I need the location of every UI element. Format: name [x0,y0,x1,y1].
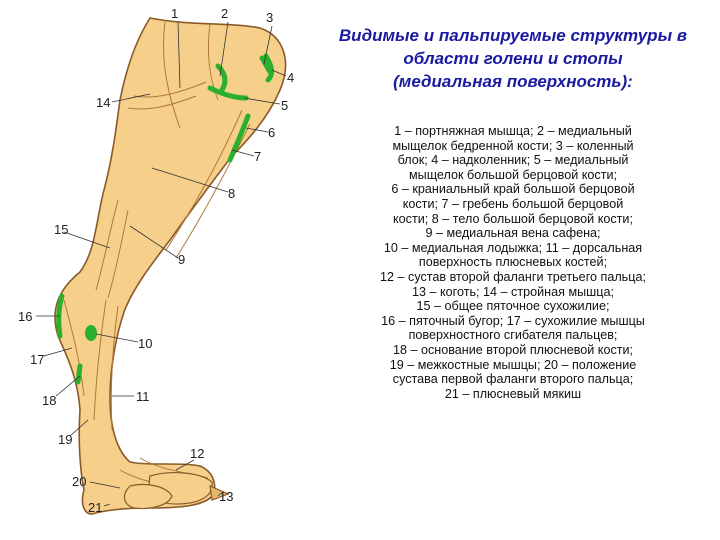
label-3: 3 [266,10,273,25]
legend-line: блок; 4 – надколенник; 5 – медиальный [397,153,629,168]
label-18: 18 [42,393,56,408]
title-line: Видимые и пальпируемые структуры в [338,26,688,45]
label-2: 2 [221,6,228,21]
label-7: 7 [254,149,261,164]
legend-line: 15 – общее пяточное сухожилие; [416,299,610,314]
legend-line: кости; 7 – гребень большой берцовой [402,196,624,211]
legend-line: мыщелок большой берцовой кости; [408,167,617,182]
legend-line: 6 – краниальный край большой берцовой [391,182,635,197]
palpation-markers [56,53,275,385]
title-line: (медиальная поверхность): [393,72,633,91]
legend-line: 10 – медиальная лодыжка; 11 – дорсальная [383,240,643,255]
marker-knee-trochlea [259,55,273,75]
label-12: 12 [190,446,204,461]
label-17: 17 [30,352,44,367]
legend-line: мыщелок бедренной кости; 3 – коленный [392,138,634,153]
label-8: 8 [228,186,235,201]
label-4: 4 [287,70,294,85]
label-10: 10 [138,336,152,351]
legend-line: 9 – медиальная вена сафена; [425,226,601,241]
limb-silhouette [54,17,287,515]
marker-medial-malleolus [85,325,97,341]
legend-line: сустава первой фаланги второго пальца; [392,372,634,387]
legend-line: кости; 8 – тело большой берцовой кости; [393,211,633,226]
legend-line: 19 – межкостные мышцы; 20 – положение [389,357,637,372]
marker-patella [263,53,275,83]
label-16: 16 [18,309,32,324]
label-14: 14 [96,95,110,110]
legend-line: 1 – портняжная мышца; 2 – медиальный [394,124,632,138]
marker-cranial-border-tibia [227,113,251,163]
legend-line: 16 – пяточный бугор; 17 – сухожилие мышц… [381,313,645,328]
marker-metatarsal-base [75,363,83,385]
limb-illustration: 1 2 3 4 5 6 7 8 9 10 11 12 13 14 15 16 1… [18,6,294,515]
marker-medial-condyle-tibia [207,85,249,101]
label-11: 11 [136,389,150,404]
legend-line: поверхность плюсневых костей; [418,255,608,270]
slide-title: Видимые и пальпируемые структуры в облас… [318,24,708,93]
toes [123,472,230,510]
label-1: 1 [171,6,178,21]
legend-line: 21 – плюсневый мякиш [444,386,582,401]
label-6: 6 [268,125,275,140]
legend-line: 18 – основание второй плюсневой кости; [392,342,634,357]
claw [209,485,230,501]
label-21: 21 [88,500,102,515]
label-5: 5 [281,98,288,113]
legend-line: 12 – сустав второй фаланги третьего паль… [380,269,646,284]
legend-line: 13 – коготь; 14 – стройная мышца; [412,284,614,299]
marker-medial-condyle-femur [215,63,228,93]
title-line: области голени и стопы [403,49,623,68]
legend-line: поверхностного сгибателя пальцев; [408,328,618,343]
label-13: 13 [219,489,233,504]
leader-lines [36,21,287,507]
label-9: 9 [178,252,185,267]
label-19: 19 [58,432,72,447]
label-15: 15 [54,222,68,237]
legend-text: 1 – портняжная мышца; 2 – медиальный мыщ… [338,124,688,401]
label-20: 20 [72,474,86,489]
